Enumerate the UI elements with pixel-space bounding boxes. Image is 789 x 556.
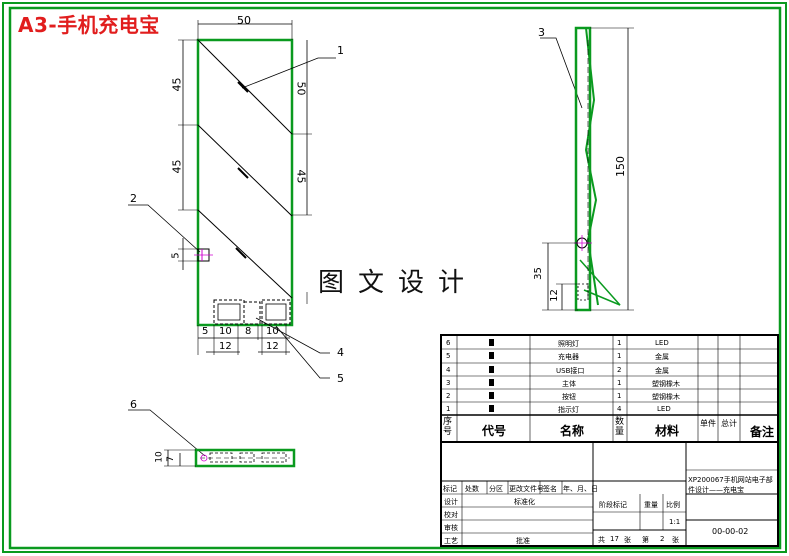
tb-process: 工艺 [444,537,458,545]
dim-bottom-10b: 10 [266,326,279,337]
bom-header-unit: 单件 [700,419,716,428]
bottom-outline [194,448,296,468]
bom-row-no: 6 [446,339,451,347]
drawing-title: A3-手机充电宝 [18,13,160,37]
bom-row-qty: 1 [617,392,622,400]
bom-row-name: 按钮 [562,393,576,401]
tb-zone: 分区 [489,485,503,493]
tb-of-unit: 张 [672,536,679,544]
bom-header-material: 材料 [655,424,680,438]
bom-header-total: 总计 [721,419,737,428]
leader-lines [128,37,583,457]
bom-header-remark: 备注 [750,425,775,439]
bom-row-material: 塑钢橡木 [652,393,680,401]
tb-mark: 标记 [443,485,457,493]
tb-total-label: 共 [598,536,605,544]
bom-row-qty: 1 [617,352,622,360]
dim-side-12: 12 [548,289,560,302]
bom-row-qty: 2 [617,366,622,374]
tb-sheet-unit: 张 [624,536,631,544]
dim-bottom-10a: 10 [219,326,232,337]
tb-check: 校对 [444,511,458,519]
tb-total-sheets: 17 [610,535,619,543]
bom-header-name: 名称 [560,424,585,438]
dim-bottom-12b: 12 [266,341,279,352]
dim-right-a: 50 [294,81,308,96]
bom-row-name: 指示灯 [558,406,579,414]
tb-count: 处数 [465,485,479,493]
tb-standard: 标准化 [514,498,535,506]
tb-of-label: 第 [642,536,649,544]
balloon-3: 3 [538,26,545,39]
bom-row-no: 5 [446,352,451,360]
bom-row-name: USB接口 [556,367,585,375]
balloon-2: 2 [130,192,137,205]
bom-row-no: 3 [446,379,451,387]
bom-table [440,334,779,443]
front-view [178,20,312,355]
bom-row-qty: 1 [617,339,622,347]
tb-date: 年、月、日 [563,485,598,493]
tb-review: 审核 [444,524,458,532]
tb-scale: 1:1 [669,518,681,526]
bom-row-name: 照明灯 [558,340,579,348]
balloon-5: 5 [337,372,344,385]
watermark: 图文设计 [318,268,479,298]
bom-row-no: 4 [446,366,451,374]
dim-bottom-12a: 12 [219,341,232,352]
tb-ratio: 比例 [666,501,680,509]
dim-left-c: 5 [170,252,182,259]
dim-side-35: 35 [532,267,544,280]
dim-left-b: 45 [170,159,184,174]
tb-sign: 签名 [543,485,557,493]
tb-drawing-no: 00-00-02 [712,527,749,536]
bom-header-code: 代号 [482,424,507,438]
bom-row-name: 主体 [562,380,576,388]
bom-row-material: LED [657,405,671,413]
tb-sheet-no: 2 [660,535,665,543]
bom-row-material: 金属 [655,353,669,361]
balloon-6: 6 [130,398,137,411]
bom-row-material: LED [655,339,669,347]
dim-width-top: 50 [237,14,251,27]
balloon-4: 4 [337,346,344,359]
bom-row-material: 塑钢橡木 [652,380,680,388]
dim-side-150: 150 [614,156,627,177]
tb-weight: 重量 [644,501,658,509]
bom-row-material: 金属 [655,367,669,375]
bom-row-no: 2 [446,392,451,400]
bom-row-no: 1 [446,405,451,413]
dim-bottom-view-7: 7 [165,456,176,462]
balloon-1: 1 [337,44,344,57]
dim-bottom-8: 8 [245,326,252,337]
bom-code-marks [489,339,494,412]
dim-bottom-5: 5 [202,326,209,337]
side-view [542,26,634,312]
tb-design: 设计 [444,498,458,506]
bom-header-qty: 数量 [615,417,625,437]
dim-bottom-view-10: 10 [154,451,165,463]
dim-left-a: 45 [170,77,184,92]
bottom-view [164,448,296,468]
tb-stage: 阶段标记 [599,501,627,509]
bom-row-qty: 1 [617,379,622,387]
bom-row-qty: 4 [617,405,622,413]
tb-approve: 批准 [516,537,530,545]
bom-row-name: 充电器 [558,353,579,361]
tb-project: XP200067手机网站电子部件设计——充电宝 [688,476,773,494]
title-block [440,441,779,547]
inner-border [8,6,782,550]
tb-doc: 更改文件号 [509,485,544,493]
bom-header-no: 序号 [443,417,453,437]
dim-right-b: 45 [294,169,308,184]
front-outline [196,38,294,327]
